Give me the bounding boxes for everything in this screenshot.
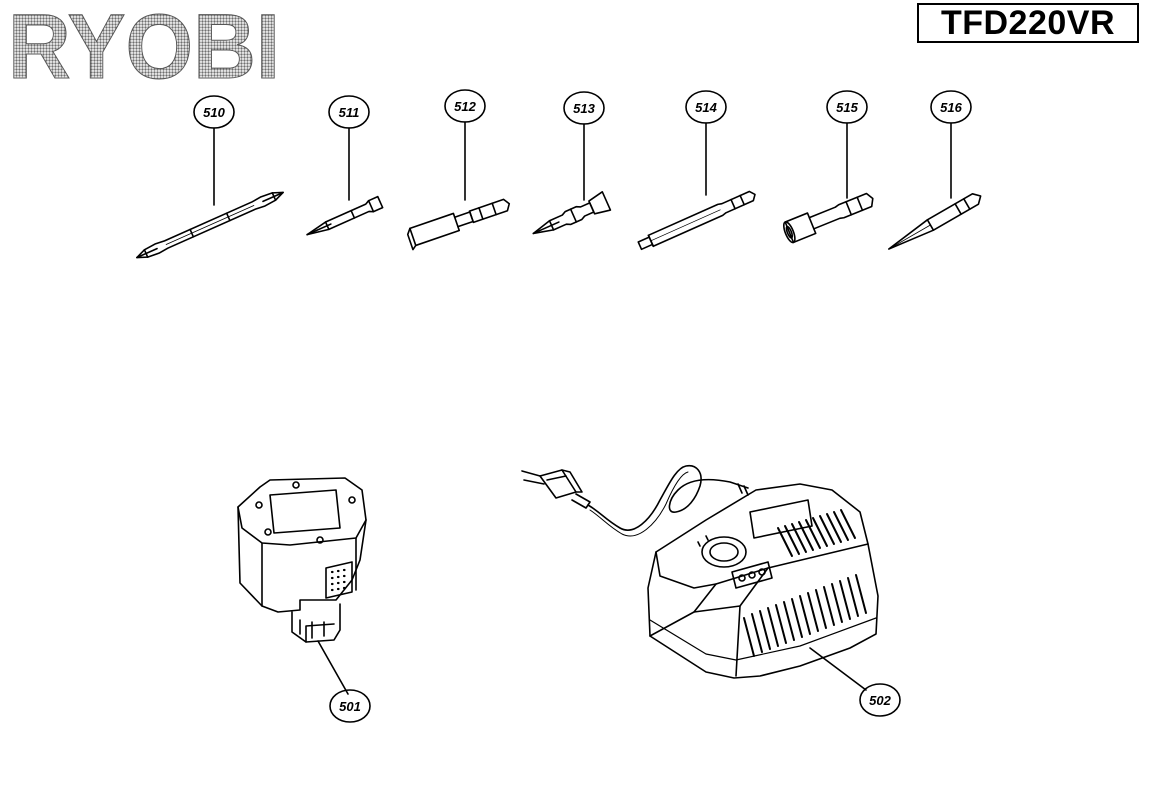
part-513-group: 513 bbox=[532, 91, 612, 235]
hex-bit-514 bbox=[637, 190, 756, 251]
combination-bit-513 bbox=[532, 190, 612, 235]
brand-logo-text: RYOBI bbox=[8, 2, 280, 86]
double-end-bit-510 bbox=[136, 191, 284, 259]
leader-line-502 bbox=[809, 647, 867, 691]
battery-pack-501 bbox=[237, 477, 367, 643]
power-cord bbox=[587, 464, 749, 531]
battery-vent-dots bbox=[330, 568, 346, 592]
power-plug bbox=[521, 469, 591, 509]
part-501-group: 501 bbox=[237, 477, 371, 723]
ryobi-logo: RYOBI bbox=[8, 2, 281, 86]
model-number-box: TFD220VR bbox=[917, 3, 1139, 43]
charger-vents-top bbox=[777, 509, 856, 557]
charger-vents-front bbox=[743, 574, 867, 657]
callout-label-501: 501 bbox=[339, 699, 361, 714]
part-511-group: 511 bbox=[306, 95, 384, 236]
part-515-group: 515 bbox=[783, 90, 874, 244]
pointed-bit-516 bbox=[888, 193, 982, 250]
part-510-group: 510 bbox=[136, 95, 284, 259]
model-number: TFD220VR bbox=[940, 4, 1116, 42]
leader-line-501 bbox=[317, 640, 349, 695]
part-512-group: 512 bbox=[406, 89, 511, 251]
phillips-bit-511 bbox=[306, 195, 384, 236]
callout-label-511: 511 bbox=[339, 105, 360, 120]
callout-label-516: 516 bbox=[940, 100, 962, 115]
callout-label-502: 502 bbox=[869, 693, 891, 708]
part-502-group: 502 bbox=[521, 464, 901, 717]
callout-label-515: 515 bbox=[836, 100, 858, 115]
slotted-bit-512 bbox=[406, 198, 511, 251]
socket-bit-515 bbox=[783, 192, 874, 244]
part-514-group: 514 bbox=[637, 90, 756, 251]
callout-bubble-501 bbox=[329, 689, 371, 723]
callout-label-512: 512 bbox=[454, 99, 476, 114]
part-516-group: 516 bbox=[888, 90, 982, 250]
callout-label-510: 510 bbox=[203, 105, 225, 120]
callout-label-513: 513 bbox=[573, 101, 595, 116]
charger-502 bbox=[521, 464, 879, 679]
callout-label-514: 514 bbox=[695, 100, 717, 115]
callout-bubble-502 bbox=[859, 683, 901, 717]
